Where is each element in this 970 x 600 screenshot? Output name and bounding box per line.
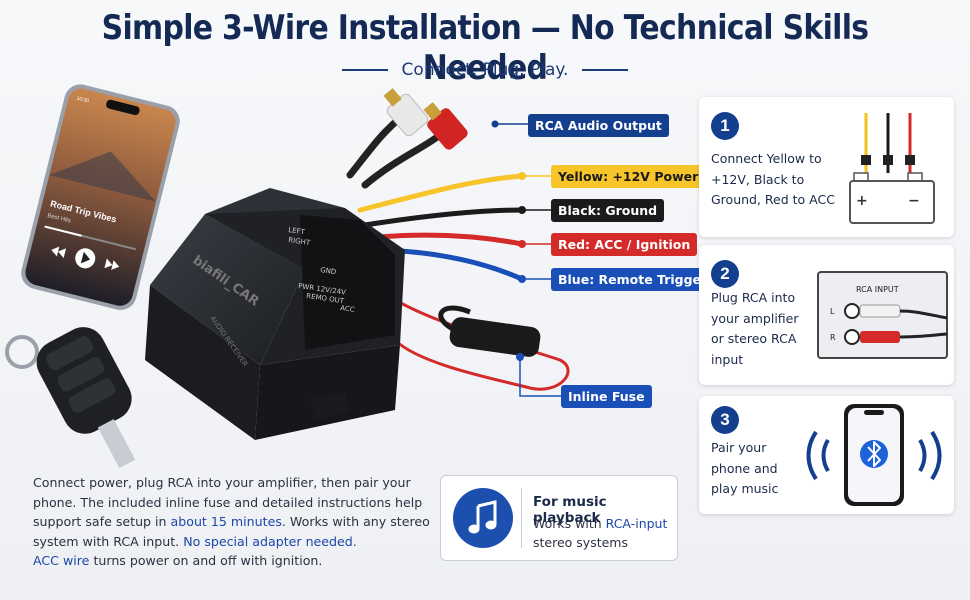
music-line1-highlight: RCA-input [605, 516, 668, 531]
pin-label-gnd: GND [320, 266, 337, 276]
subtitle-rule-left [341, 69, 388, 71]
pin-label-acc: ACC [340, 304, 356, 314]
port-label-right: RIGHT [288, 236, 312, 247]
step-text-3: Pair your phone and play music [711, 440, 779, 496]
battery-wiring-icon: + − [849, 113, 935, 224]
play-icon [80, 251, 91, 264]
callout-yellow-power: Yellow: +12V Power [551, 165, 706, 188]
phone-status-time: 10:30 [76, 96, 90, 105]
callout-leaders [491, 120, 561, 397]
smartphone: 10:30 Road Trip Vibes Best Hits [21, 84, 180, 310]
callout-black-ground: Black: Ground [551, 199, 665, 222]
desc-part-3: turns power on and off with ignition. [89, 553, 323, 568]
next-track-icon[interactable] [104, 258, 120, 272]
previous-track-icon[interactable] [50, 245, 67, 259]
step-number-1: 1 [711, 112, 739, 140]
subtitle-row: Connect. Plug. Play. [0, 60, 970, 80]
step-text-1: Connect Yellow to +12V, Black to Ground,… [711, 151, 835, 207]
receiver-box: LEFT RIGHT GND PWR 12V/24V REMO OUT ACC … [145, 188, 405, 440]
music-subtitle: Works with RCA-input stereo systems [533, 514, 667, 552]
phone-bluetooth-pairing-icon [806, 404, 942, 506]
callout-rca-audio-output: RCA Audio Output [528, 114, 669, 137]
music-title: For music playback [533, 494, 607, 526]
page-title: Simple 3-Wire Installation — No Technica… [101, 8, 869, 88]
music-playback-box: For music playback Works with RCA-input … [440, 475, 678, 561]
installation-description: Connect power, plug RCA into your amplif… [33, 473, 433, 571]
car-key-fob [5, 327, 136, 469]
callout-red-acc: Red: ACC / Ignition [551, 233, 698, 256]
rca-plugs [383, 88, 468, 150]
music-divider [521, 488, 522, 548]
step-card-2: 2 Plug RCA into your amplifier or stereo… [699, 245, 954, 385]
step-text-2: Plug RCA into your amplifier or stereo R… [711, 290, 799, 367]
callout-inline-fuse: Inline Fuse [561, 385, 652, 408]
desc-highlight-adapter: No special adapter needed. [183, 533, 357, 549]
subtitle-rule-right [582, 69, 629, 71]
music-note-icon [453, 488, 513, 548]
desc-highlight-time: about 15 minutes [170, 514, 282, 529]
port-label-left: LEFT [288, 226, 306, 236]
inline-fuse [438, 305, 541, 357]
product-illustration: 10:30 Road Trip Vibes Best Hits [5, 84, 570, 469]
battery-plus-sign: + [856, 193, 868, 209]
battery-minus-sign: − [908, 193, 920, 209]
music-line1-prefix: Works with [533, 516, 606, 531]
rca-input-panel-icon: RCA INPUT L R [817, 271, 948, 359]
rca-right-label: R [830, 333, 836, 342]
step-card-3: 3 Pair your phone and play music [699, 396, 954, 514]
wiring-harness [346, 114, 570, 391]
step-number-2: 2 [711, 260, 739, 288]
rca-input-label: RCA INPUT [856, 285, 899, 294]
desc-part-1: Connect power, plug RCA into your amplif… [33, 475, 423, 529]
step-number-3: 3 [711, 406, 739, 434]
callout-blue-remote: Blue: Remote Trigger [551, 268, 715, 291]
desc-highlight-acc: ACC wire [33, 553, 90, 568]
page-subtitle: Connect. Plug. Play. [401, 60, 569, 80]
mounting-tab [310, 392, 350, 420]
step-card-1: 1 Connect Yellow to +12V, Black to Groun… [699, 97, 954, 237]
play-button[interactable] [73, 246, 97, 270]
phone-song-artist: Best Hits [47, 213, 72, 225]
music-line2: stereo systems [533, 535, 628, 550]
desc-part-2: . Works with any stereo system with RCA … [33, 514, 430, 549]
bluetooth-icon [860, 440, 888, 468]
rca-left-label: L [830, 307, 835, 316]
